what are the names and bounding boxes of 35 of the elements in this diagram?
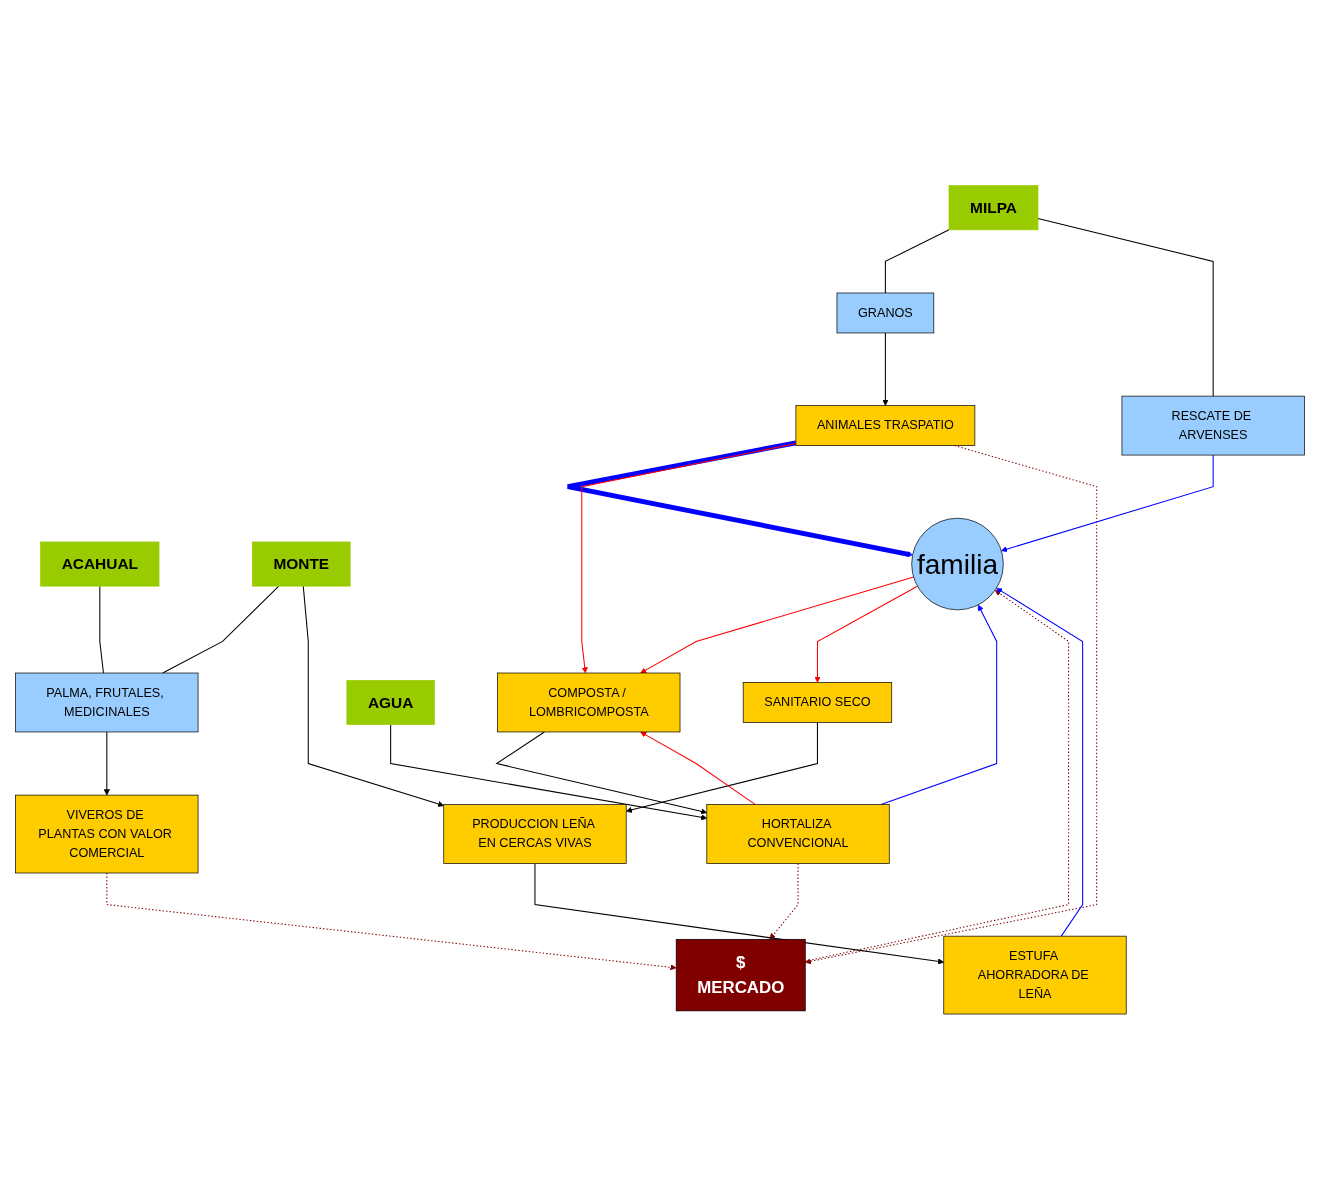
connector xyxy=(99,585,104,674)
arrow xyxy=(805,445,1098,965)
arrow xyxy=(640,576,915,674)
node-box xyxy=(742,682,893,723)
node-box xyxy=(251,541,351,587)
node-box xyxy=(943,936,1127,1015)
arrow xyxy=(302,585,445,808)
arrow xyxy=(882,332,889,407)
node-box xyxy=(15,672,199,733)
node-box xyxy=(346,680,435,726)
arrow xyxy=(103,731,110,796)
arrow xyxy=(1001,454,1214,553)
node-box xyxy=(1121,395,1305,456)
arrow xyxy=(625,722,818,814)
node-box xyxy=(706,804,890,865)
node-box xyxy=(15,794,199,874)
arrow xyxy=(814,585,918,683)
arrow xyxy=(534,863,945,965)
connector xyxy=(162,585,280,674)
connector xyxy=(1037,218,1214,397)
node-box xyxy=(836,292,935,334)
connector xyxy=(884,229,950,294)
arrow xyxy=(640,731,756,806)
arrow xyxy=(996,588,1084,937)
arrow xyxy=(565,440,913,558)
arrow xyxy=(581,443,797,674)
node-box xyxy=(948,185,1039,231)
arrow xyxy=(390,724,708,821)
node-box xyxy=(497,672,681,733)
node-circle xyxy=(911,518,1004,611)
node-box xyxy=(443,804,627,865)
node-box xyxy=(675,939,806,1012)
node-box xyxy=(40,541,160,587)
arrow xyxy=(495,731,708,815)
node-box xyxy=(795,405,976,447)
